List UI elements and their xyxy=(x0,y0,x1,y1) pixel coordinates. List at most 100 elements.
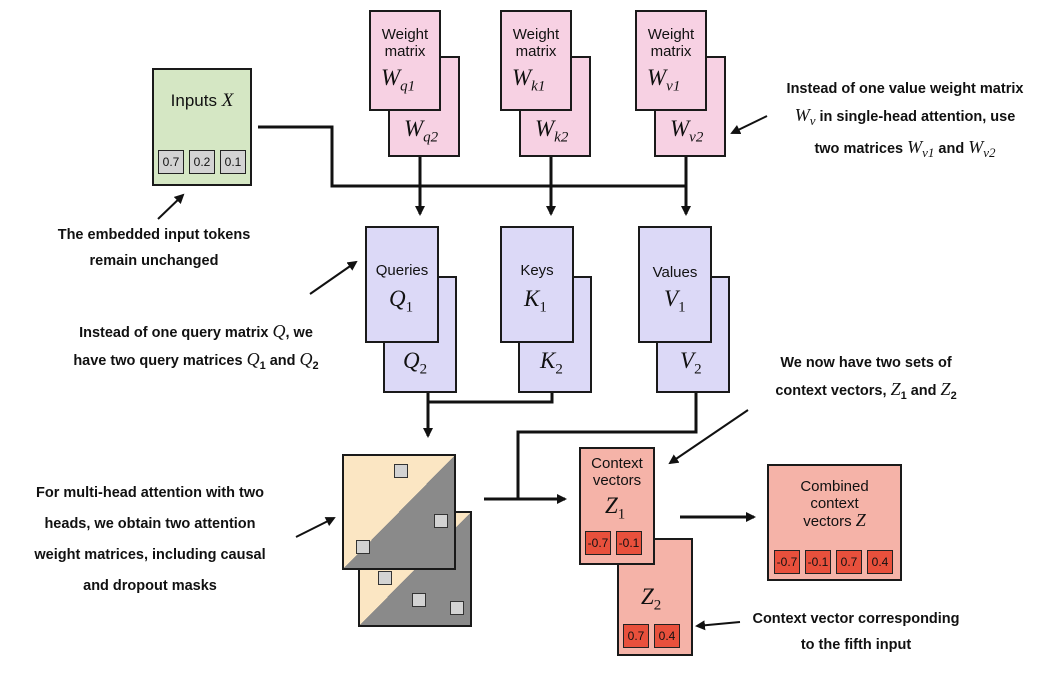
wv-symbol: W xyxy=(794,105,810,125)
query-note-line1-pre: Instead of one query matrix xyxy=(79,325,273,341)
z2-note-symbol: Z xyxy=(940,379,951,399)
wv-subscript: v xyxy=(809,112,816,128)
dropout-mask-square xyxy=(356,540,370,554)
context-z1-box: Context vectors Z1 -0.7 -0.1 xyxy=(579,447,655,565)
keys-k1-box: Keys K1 xyxy=(500,226,574,343)
k2-symbol: K xyxy=(540,348,556,373)
z2-note-subscript: 2 xyxy=(950,389,957,402)
input-value-cell: 0.1 xyxy=(220,150,246,174)
fifth-input-annotation: Context vector corresponding to the fift… xyxy=(742,606,970,658)
fifth-note-line1: Context vector corresponding xyxy=(752,611,960,627)
weight-matrix-v1-box: Weight matrix Wv1 xyxy=(635,10,707,111)
q2-subscript: 2 xyxy=(419,361,428,378)
v1-symbol: V xyxy=(664,286,679,311)
context-note-line1: We now have two sets of xyxy=(780,355,952,371)
z2-value-cell: 0.4 xyxy=(654,624,680,648)
value-weights-line2: in single-head attention, use xyxy=(815,109,1016,125)
wv2-symbol: W xyxy=(670,116,690,141)
queries-q1-box: Queries Q1 xyxy=(365,226,439,343)
wv2-note-symbol: W xyxy=(968,136,984,157)
k1-symbol: K xyxy=(524,286,540,311)
dropout-mask-square xyxy=(434,514,448,528)
v2-symbol: V xyxy=(680,348,695,373)
z1-subscript: 1 xyxy=(617,506,626,523)
value-weights-line3-pre: two matrices xyxy=(814,140,908,157)
inputs-symbol: X xyxy=(221,90,234,111)
input-value-cell: 0.2 xyxy=(189,150,215,174)
wq1-label-line1: Weight xyxy=(381,26,429,43)
wk2-symbol: W xyxy=(535,116,555,141)
wv1-symbol: W xyxy=(647,65,667,90)
attention-matrix-1 xyxy=(342,454,456,570)
fifth-note-line2: to the fifth input xyxy=(800,637,912,653)
k2-subscript: 2 xyxy=(555,361,563,378)
z1-note-subscript: 1 xyxy=(900,389,907,402)
z2-symbol: Z xyxy=(641,584,654,609)
query-note-line2-mid: and xyxy=(265,353,300,369)
keys-label: Keys xyxy=(520,262,554,279)
wk1-label-line1: Weight xyxy=(512,26,560,43)
inputs-box: Inputs X 0.7 0.2 0.1 xyxy=(152,68,252,186)
q2-note-subscript: 2 xyxy=(312,359,319,372)
context-label-line1: Context xyxy=(591,455,643,472)
wk1-label-line2: matrix xyxy=(515,43,557,60)
inputs-note-line2: remain unchanged xyxy=(89,253,219,269)
inputs-note-line1: The embedded input tokens xyxy=(57,227,251,243)
value-weights-line1: Instead of one value weight matrix xyxy=(786,81,1024,97)
combined-context-box: Combined context vectors Z -0.7 -0.1 0.7… xyxy=(767,464,902,581)
inputs-annotation: The embedded input tokens remain unchang… xyxy=(20,222,288,274)
wv1-label-line1: Weight xyxy=(647,26,695,43)
z1-value-cell: -0.1 xyxy=(616,531,642,555)
wq2-subscript: q2 xyxy=(423,129,439,146)
z1-value-cell: -0.7 xyxy=(585,531,611,555)
combined-label-line1: Combined xyxy=(800,478,869,495)
values-label: Values xyxy=(652,264,698,281)
wk2-subscript: k2 xyxy=(554,129,569,146)
v1-subscript: 1 xyxy=(678,299,686,316)
context-note-line2-pre: context vectors, xyxy=(775,383,891,399)
z1-symbol: Z xyxy=(605,493,618,518)
q-note-symbol: Q xyxy=(272,321,286,341)
combined-value-cell: -0.7 xyxy=(774,550,800,574)
wv2-subscript: v2 xyxy=(689,129,704,146)
weight-matrix-k1-box: Weight matrix Wk1 xyxy=(500,10,572,111)
q1-note-symbol: Q xyxy=(246,349,260,369)
q1-subscript: 1 xyxy=(405,299,414,316)
z2-value-cell: 0.7 xyxy=(623,624,649,648)
wk1-subscript: k1 xyxy=(531,78,546,95)
inputs-label: Inputs xyxy=(170,91,217,110)
context-note-line2-mid: and xyxy=(906,383,941,399)
wv2-note-subscript: v2 xyxy=(983,144,996,160)
value-weights-line3-mid: and xyxy=(934,140,969,157)
values-v1-box: Values V1 xyxy=(638,226,712,343)
context-z2-box: Z2 0.7 0.4 xyxy=(617,538,693,656)
attention-note-line3: weight matrices, including causal xyxy=(34,547,266,563)
query-note-line2-pre: have two query matrices xyxy=(73,353,247,369)
combined-value-cell: 0.4 xyxy=(867,550,893,574)
wk1-symbol: W xyxy=(512,65,532,90)
attention-note-line2: heads, we obtain two attention xyxy=(44,516,256,532)
q1-note-subscript: 1 xyxy=(259,359,266,372)
weight-matrix-q1-box: Weight matrix Wq1 xyxy=(369,10,441,111)
value-weights-annotation: Instead of one value weight matrix Wv in… xyxy=(770,76,1040,166)
q2-note-symbol: Q xyxy=(299,349,313,369)
wq1-symbol: W xyxy=(381,65,401,90)
combined-label-line3: vectors xyxy=(803,513,852,530)
combined-label-line2: context xyxy=(810,495,859,512)
attention-note-line4: and dropout masks xyxy=(83,578,217,594)
q2-symbol: Q xyxy=(403,348,420,373)
context-annotation: We now have two sets of context vectors,… xyxy=(746,350,986,409)
combined-value-cell: 0.7 xyxy=(836,550,862,574)
dropout-mask-square xyxy=(450,601,464,615)
k1-subscript: 1 xyxy=(539,299,547,316)
wq1-label-line2: matrix xyxy=(384,43,426,60)
wq2-symbol: W xyxy=(404,116,424,141)
context-label-line2: vectors xyxy=(592,472,642,489)
attention-annotation: For multi-head attention with two heads,… xyxy=(4,478,296,602)
query-note-line1-post: , we xyxy=(285,325,313,341)
dropout-mask-square xyxy=(378,571,392,585)
wv1-label-line2: matrix xyxy=(650,43,692,60)
v2-subscript: 2 xyxy=(694,361,702,378)
query-annotation: Instead of one query matrix Q, we have t… xyxy=(36,318,356,379)
